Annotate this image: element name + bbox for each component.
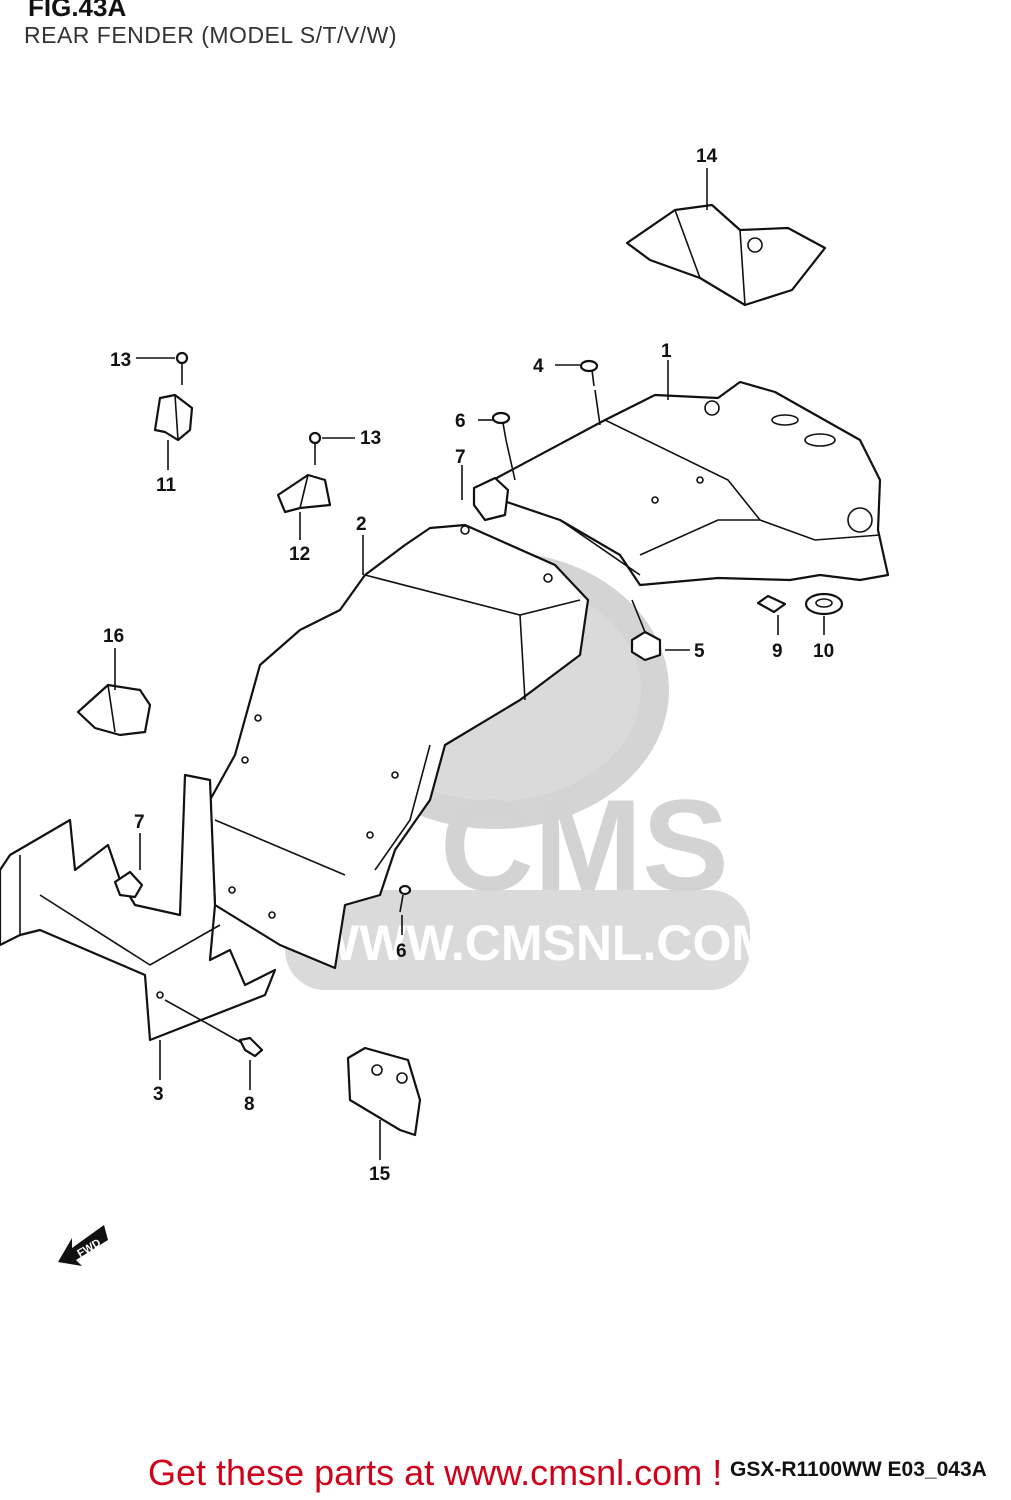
forward-arrow-icon: FWD (58, 1225, 108, 1266)
callout-12: 12 (289, 544, 310, 565)
part-7b-nut (113, 870, 144, 899)
part-10-grommet (804, 592, 844, 616)
part-12-bracket (276, 473, 332, 514)
callout-5: 5 (694, 641, 705, 662)
part-7a-nut (472, 476, 510, 522)
part-8-bolt (238, 1036, 264, 1058)
watermark-brand: CMS (440, 772, 729, 918)
callout-13b: 13 (360, 428, 381, 449)
figure-title: REAR FENDER (MODEL S/T/V/W) (24, 22, 397, 48)
watermark-url: WWW.CMSNL.COM (312, 915, 773, 971)
drawing-code: GSX-R1100WW E03_043A (730, 1458, 987, 1481)
part-6a-screw (491, 411, 511, 441)
callout-9: 9 (772, 641, 783, 662)
callout-8: 8 (244, 1094, 255, 1115)
callout-3: 3 (153, 1084, 164, 1105)
part-1-rear-fender-upper (476, 380, 890, 587)
part-6b-screw (398, 884, 412, 913)
callout-7b: 7 (134, 812, 145, 833)
part-13b-bolt (308, 431, 322, 465)
callout-6a: 6 (455, 411, 466, 432)
callout-labels: 1 2 3 4 5 6 6 7 7 8 9 10 11 12 13 13 14 … (103, 146, 834, 1185)
part-16-bracket (76, 683, 152, 737)
leader-lines (114, 168, 825, 1160)
callout-14: 14 (696, 146, 718, 167)
callout-15: 15 (369, 1164, 391, 1185)
part-9-clip (756, 594, 787, 614)
part-13a-bolt (175, 351, 189, 385)
callout-4: 4 (533, 356, 544, 377)
figure-id: FIG.43A (28, 0, 127, 22)
callout-10: 10 (813, 641, 834, 662)
part-5-nut (630, 630, 662, 662)
callout-7a: 7 (455, 447, 466, 468)
callout-16: 16 (103, 626, 124, 647)
forward-arrow-label: FWD (75, 1237, 103, 1260)
callout-1: 1 (661, 341, 672, 362)
part-11-bracket (153, 393, 194, 442)
callout-2: 2 (356, 514, 367, 535)
footer-link[interactable]: Get these parts at www.cmsnl.com ! (148, 1452, 723, 1493)
part-2-rear-fender-front (208, 523, 590, 970)
part-15-plate (346, 1046, 422, 1137)
callout-11: 11 (156, 475, 177, 496)
callout-6b: 6 (396, 941, 407, 962)
part-3-lower-fender (0, 773, 277, 1042)
part-14-cover (625, 203, 827, 307)
callout-13a: 13 (110, 350, 131, 371)
part-4-bolt (579, 359, 599, 387)
